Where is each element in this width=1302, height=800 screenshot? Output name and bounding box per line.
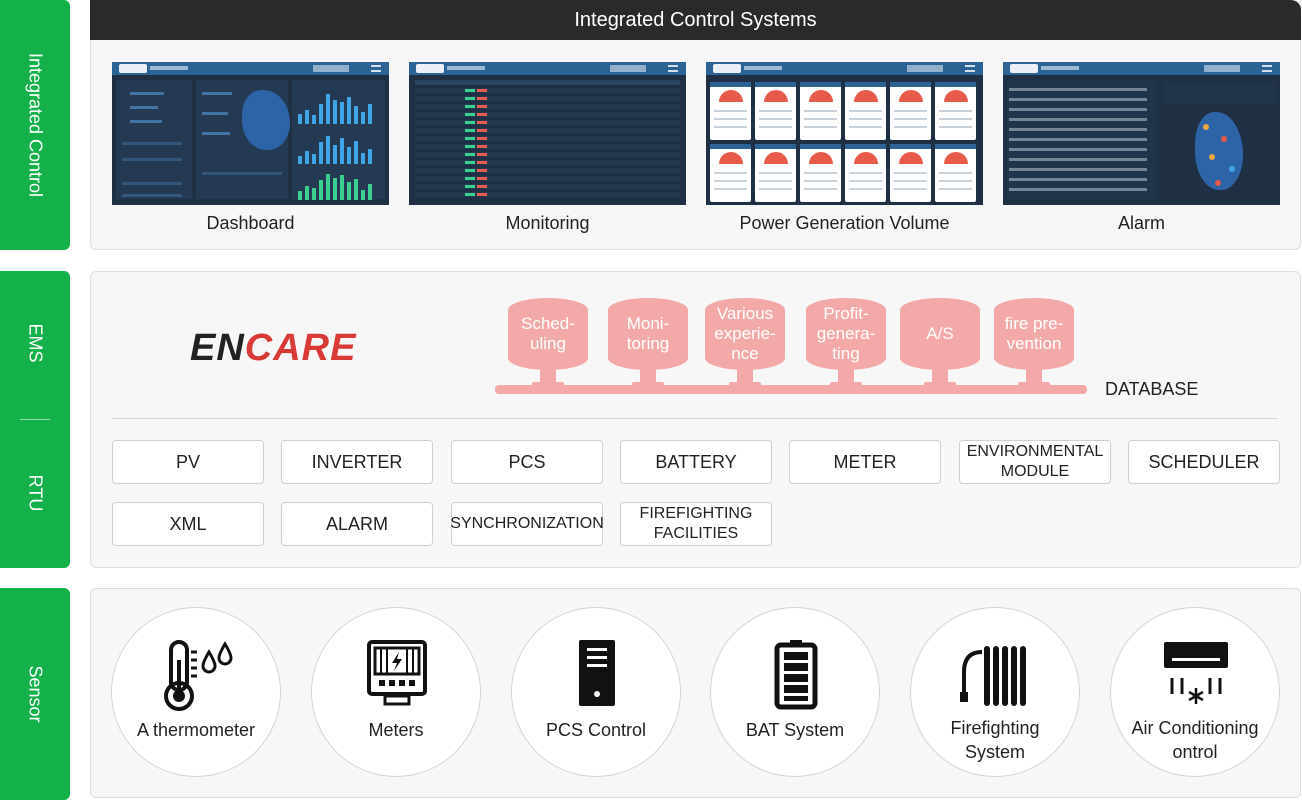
ems-rtu-divider	[112, 418, 1278, 419]
battery-icon	[774, 640, 818, 710]
database-monitoring: Moni- toring	[608, 292, 688, 390]
sensor-firefighting: Firefighting System	[910, 607, 1080, 777]
power-generation-screenshot	[706, 62, 983, 205]
caption-power-generation: Power Generation Volume	[739, 213, 950, 233]
rtu-synchronization: SYNCHRONIZATION	[450, 502, 604, 546]
caption-monitoring: Monitoring	[505, 213, 590, 233]
alarm-screenshot	[1003, 62, 1280, 205]
database-fire-prevention: fire pre- vention	[994, 292, 1074, 390]
sensor-label-thermometer: A thermometer	[136, 720, 256, 740]
sensor-air-conditioning: Air Conditioning ontrol	[1110, 607, 1280, 777]
sensor-label-air-conditioning: Air Conditioning ontrol	[1131, 718, 1259, 762]
rtu-pcs: PCS	[451, 440, 603, 484]
caption-dashboard: Dashboard	[206, 213, 295, 233]
rtu-inverter: INVERTER	[281, 440, 433, 484]
sensor-label-bat-system: BAT System	[745, 720, 845, 740]
database-various-experience: Various experie- nce	[705, 292, 785, 390]
rtu-firefighting-facilities: FIREFIGHTING FACILITIES	[620, 502, 772, 546]
pcs-icon	[579, 640, 615, 706]
database-label-fire-prevention: fire pre- vention	[1004, 314, 1064, 353]
rtu-environmental-module: ENVIRONMENTAL MODULE	[959, 440, 1111, 484]
rtu-pv: PV	[112, 440, 264, 484]
dashboard-screenshot	[112, 62, 389, 205]
database-label-various-experience: Various experie- nce	[714, 304, 776, 363]
rtu-battery: BATTERY	[620, 440, 772, 484]
section-divider	[20, 419, 50, 420]
rtu-meter: METER	[789, 440, 941, 484]
sensor-label-firefighting: Firefighting System	[950, 718, 1040, 762]
thermometer-icon	[164, 640, 233, 711]
meter-icon	[367, 640, 427, 706]
database-label-as: A/S	[926, 324, 954, 343]
database-as: A/S	[900, 292, 980, 390]
database-label-monitoring: Moni- toring	[626, 314, 670, 353]
database-profit-generating: Profit- genera- ting	[806, 292, 886, 390]
air-conditioner-icon	[1164, 642, 1228, 704]
sensor-thermometer: A thermometer	[111, 607, 281, 777]
database-label: DATABASE	[1105, 379, 1199, 399]
database-label-profit-generating: Profit- genera- ting	[816, 304, 876, 363]
firefighting-icon	[960, 646, 1026, 706]
section-label-sensor: Sensor	[25, 665, 46, 723]
sensor-panel	[90, 588, 1301, 798]
section-label-ems: EMS	[25, 323, 46, 363]
sensor-label-meters: Meters	[368, 720, 424, 740]
rtu-scheduler: SCHEDULER	[1128, 440, 1280, 484]
sensor-meters: Meters	[311, 607, 481, 777]
sensor-label-pcs-control: PCS Control	[545, 720, 647, 740]
section-sensor: Sensor	[0, 588, 70, 800]
section-ems-rtu: EMS RTU	[0, 271, 70, 568]
rtu-alarm: ALARM	[281, 502, 433, 546]
monitoring-screenshot	[409, 62, 686, 205]
integrated-control-title: Integrated Control Systems	[90, 0, 1301, 40]
database-label-scheduling: Sched- uling	[521, 314, 575, 353]
database-scheduling: Sched- uling	[508, 292, 588, 390]
section-integrated-control: Integrated Control	[0, 0, 70, 250]
rtu-xml: XML	[112, 502, 264, 546]
database-pipe	[495, 385, 1087, 394]
encare-logo: ENCARE	[190, 327, 357, 369]
section-label-rtu: RTU	[25, 474, 46, 512]
caption-alarm: Alarm	[1117, 213, 1165, 233]
sensor-pcs-control: PCS Control	[511, 607, 681, 777]
section-label-integrated-control: Integrated Control	[25, 52, 46, 198]
sensor-bat-system: BAT System	[710, 607, 880, 777]
